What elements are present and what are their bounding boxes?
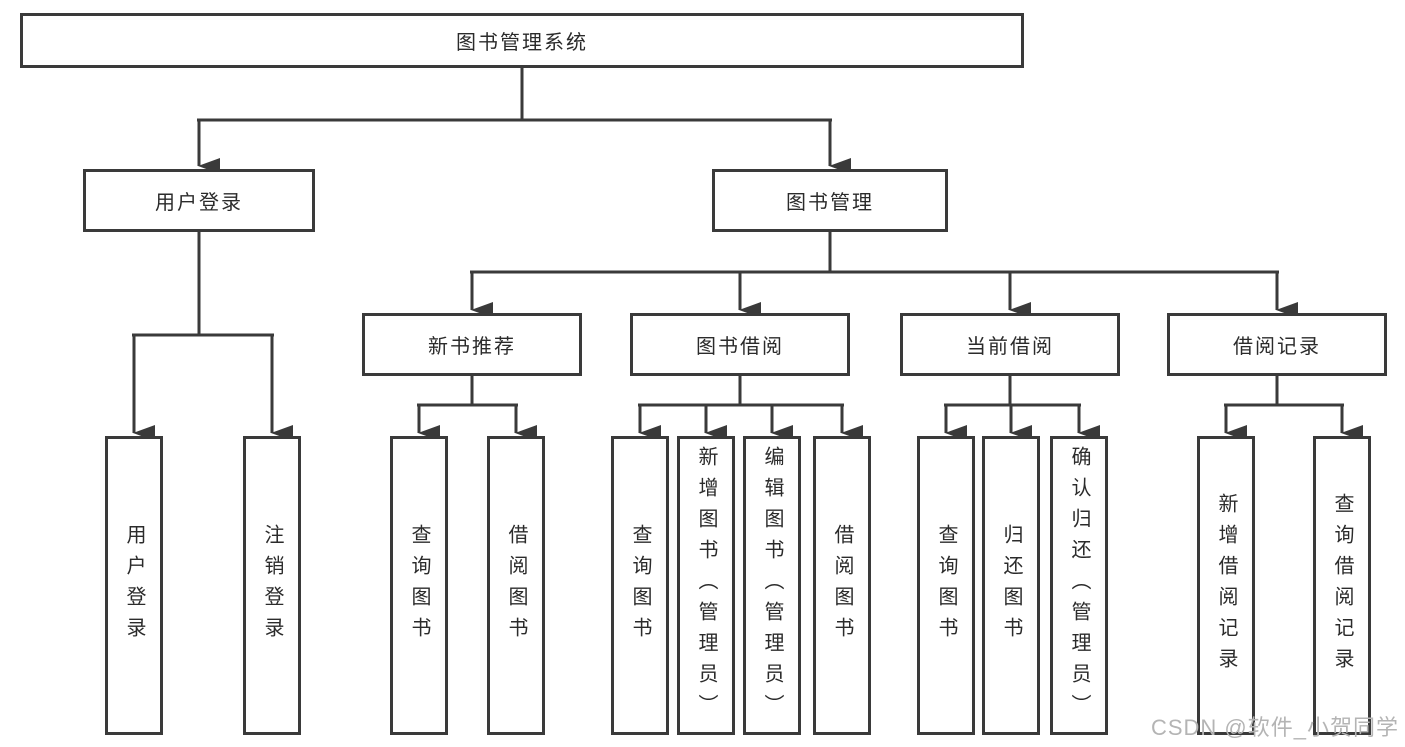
leaf-query-books-3: 查询图书 [917, 436, 975, 735]
leaf-query-books-2: 查询图书 [611, 436, 669, 735]
node-book-borrowing: 图书借阅 [630, 313, 850, 376]
leaf-query-books-3-label: 查询图书 [935, 523, 957, 648]
node-book-management-branch: 图书管理 [712, 169, 948, 232]
leaf-confirm-return-admin-label: 确认归还（管理员） [1068, 446, 1090, 725]
leaf-query-borrow-record-label: 查询借阅记录 [1331, 492, 1353, 679]
leaf-borrow-books-2-label: 借阅图书 [831, 523, 853, 648]
leaf-query-borrow-record: 查询借阅记录 [1313, 436, 1371, 735]
leaf-return-books-label: 归还图书 [1000, 523, 1022, 648]
leaf-user-login: 用户登录 [105, 436, 163, 735]
leaf-borrow-books-1: 借阅图书 [487, 436, 545, 735]
leaf-query-books-2-label: 查询图书 [629, 523, 651, 648]
leaf-add-borrow-record-label: 新增借阅记录 [1215, 492, 1237, 679]
leaf-return-books: 归还图书 [982, 436, 1040, 735]
node-borrowing-records: 借阅记录 [1167, 313, 1387, 376]
leaf-user-login-label: 用户登录 [123, 523, 145, 648]
leaf-borrow-books-2: 借阅图书 [813, 436, 871, 735]
node-root-library-system: 图书管理系统 [20, 13, 1024, 68]
leaf-add-books-admin-label: 新增图书（管理员） [695, 446, 717, 725]
leaf-edit-books-admin: 编辑图书（管理员） [743, 436, 801, 735]
connectors-root-to-level2 [197, 68, 851, 174]
connectors-groups-to-leaves [417, 376, 1363, 441]
leaf-confirm-return-admin: 确认归还（管理员） [1050, 436, 1108, 735]
node-current-borrowing: 当前借阅 [900, 313, 1120, 376]
leaf-borrow-books-1-label: 借阅图书 [505, 523, 527, 648]
leaf-query-books-1-label: 查询图书 [408, 523, 430, 648]
leaf-add-books-admin: 新增图书（管理员） [677, 436, 735, 735]
connectors-user-login-to-leaves [132, 232, 293, 441]
leaf-add-borrow-record: 新增借阅记录 [1197, 436, 1255, 735]
node-user-login-branch: 用户登录 [83, 169, 315, 232]
leaf-logout: 注销登录 [243, 436, 301, 735]
leaf-logout-label: 注销登录 [261, 523, 283, 648]
connectors-book-management-to-groups [470, 232, 1298, 318]
leaf-edit-books-admin-label: 编辑图书（管理员） [761, 446, 783, 725]
leaf-query-books-1: 查询图书 [390, 436, 448, 735]
node-new-book-recommendation: 新书推荐 [362, 313, 582, 376]
